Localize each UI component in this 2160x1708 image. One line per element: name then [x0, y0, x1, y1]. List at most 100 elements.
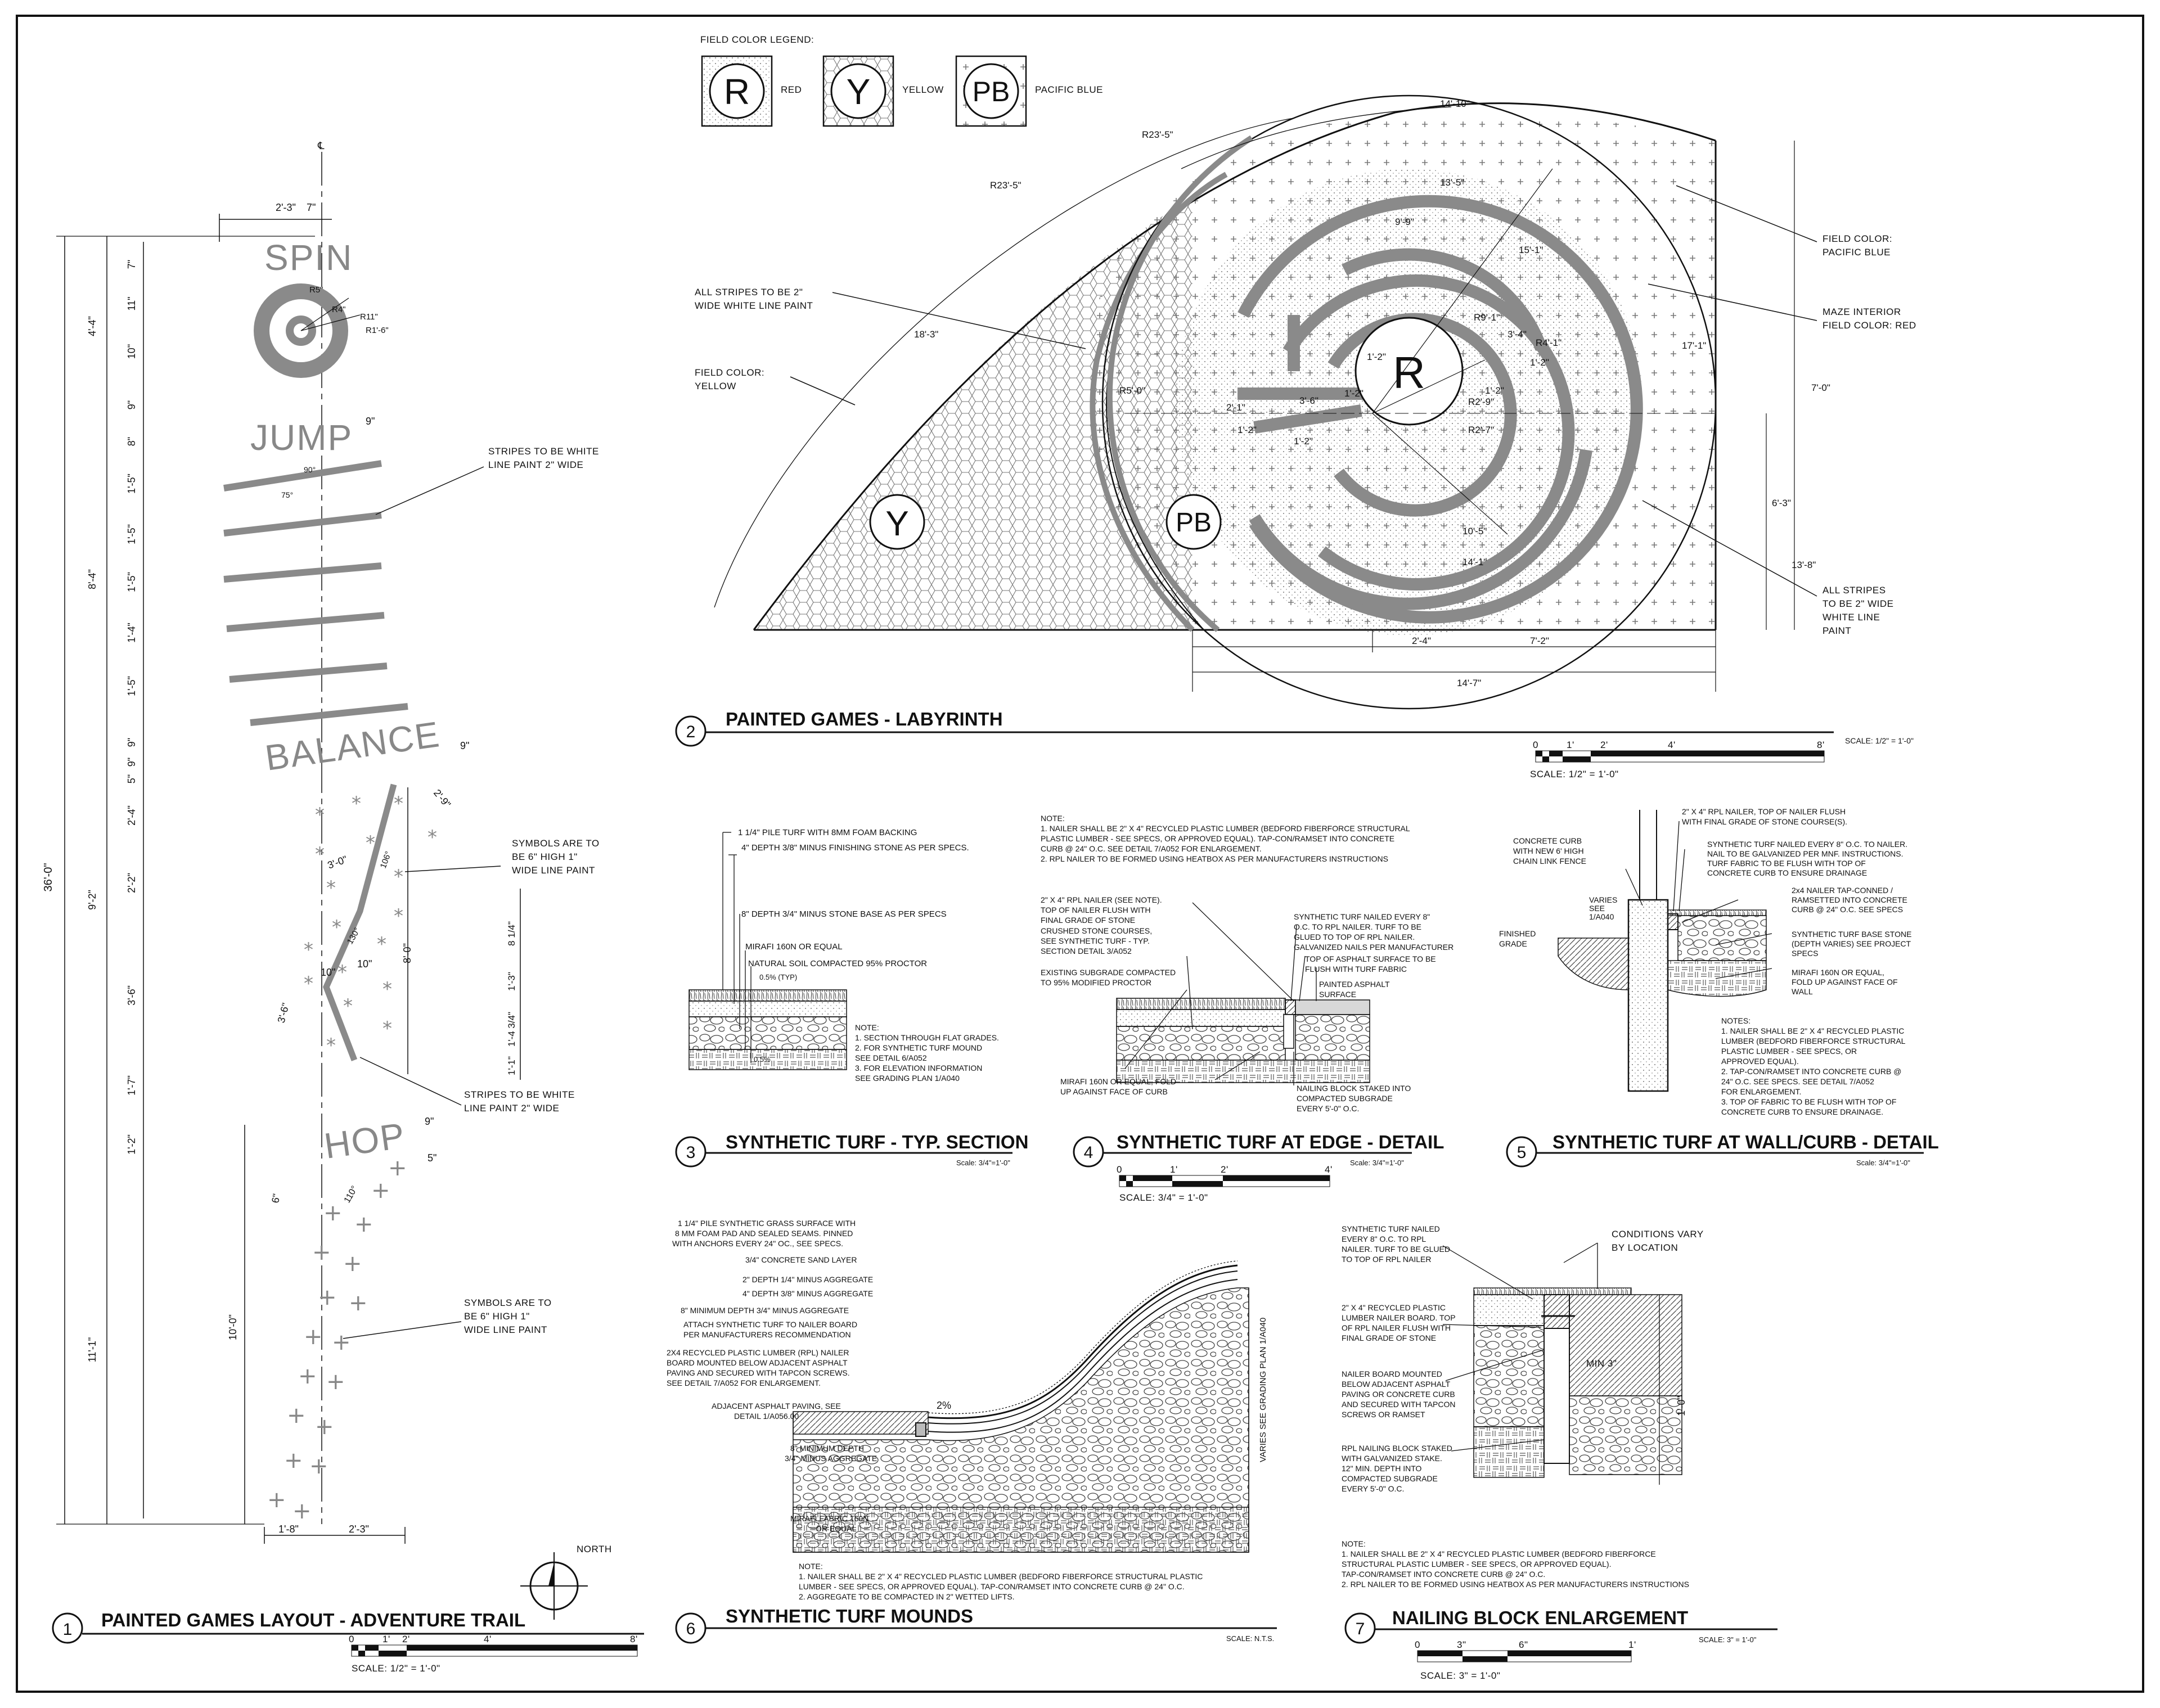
jump-stripes	[223, 460, 408, 726]
d1-inner-dim-6: 1'-5"	[126, 524, 137, 544]
d6-callout-2: WITH ANCHORS EVERY 24" OC., SEE SPECS.	[672, 1239, 843, 1248]
d2-dim-21: 10'-5"	[1462, 526, 1487, 537]
d1-inner-dim-5: 1'-5"	[126, 474, 137, 494]
d5-note-0: NOTES:	[1721, 1016, 1750, 1025]
d4-right-callouts: SYNTHETIC TURF NAILED EVERY 8"O.C. TO RP…	[1294, 912, 1454, 1113]
d7-scale-tick-12: 1'	[1628, 1639, 1636, 1650]
d6-note-2: LUMBER - SEE SPECS, OR APPROVED EQUAL). …	[799, 1582, 1185, 1591]
d2-dim-3: 18'-3"	[914, 329, 938, 340]
svg-text:*: *	[366, 832, 375, 854]
d7-left-callout-7: FINAL GRADE OF STONE	[1342, 1333, 1436, 1342]
d5-note-6: 24" O.C. SEE SPECS. SEE DETAIL 7/A052	[1721, 1077, 1874, 1086]
d5-right-callout-5: CONCRETE CURB TO ENSURE DRAINAGE	[1707, 868, 1867, 877]
d4-top-note-2: PLASTIC LUMBER - SEE SPECS, OR APPROVED …	[1041, 834, 1394, 843]
d6-slope: 2%	[937, 1400, 951, 1411]
d6-callout-8: PER MANUFACTURERS RECOMMENDATION	[683, 1330, 851, 1339]
d6-callout-4: 2" DEPTH 1/4" MINUS AGGREGATE	[742, 1275, 873, 1284]
d6-callout-1: 8 MM FOAM PAD AND SEALED SEAMS. PINNED	[675, 1229, 853, 1238]
d1-inner-dim-12: 5"	[126, 774, 137, 783]
d7-left-callout-5: LUMBER NAILER BOARD. TOP	[1342, 1313, 1456, 1322]
d5-note-1: 1. NAILER SHALL BE 2" X 4" RECYCLED PLAS…	[1721, 1026, 1904, 1035]
dim-hop-section: 11'-1"	[87, 1337, 98, 1363]
d2-dim-11: 3'-6"	[1299, 395, 1318, 406]
north-label: NORTH	[577, 1544, 612, 1554]
note-stripes-2-line1: STRIPES TO BE WHITE	[464, 1089, 575, 1100]
d6-notes: NOTE:1. NAILER SHALL BE 2" X 4" RECYCLED…	[799, 1562, 1203, 1601]
svg-text:*: *	[304, 939, 313, 961]
dim-1-8: 1'-8"	[278, 1524, 299, 1535]
d1-inner-dim-8: 1'-4"	[126, 623, 137, 643]
d4-left-callout-7: TO 95% MODIFIED PROCTOR	[1041, 978, 1151, 987]
d5-right-callout-0: 2" X 4" RPL NAILER, TOP OF NAILER FLUSH	[1682, 807, 1846, 816]
d3-slope-typ: 0.5% (TYP)	[759, 973, 797, 981]
d6-callout-5: 4" DEPTH 3/8" MINUS AGGREGATE	[742, 1289, 873, 1298]
d6-callout-10: BOARD MOUNTED BELOW ADJACENT ASPHALT	[667, 1358, 848, 1367]
detail-2-title: PAINTED GAMES - LABYRINTH	[726, 709, 1003, 729]
detail-4-scale-text: SCALE: 3/4" = 1'-0"	[1119, 1192, 1208, 1203]
detail-7-title: NAILING BLOCK ENLARGEMENT	[1392, 1607, 1688, 1628]
d5-left-callout-6: SEE	[1589, 904, 1605, 913]
svg-text:+: +	[292, 1498, 312, 1524]
svg-text:+: +	[298, 1363, 317, 1389]
detail-7-number: 7	[1356, 1620, 1365, 1638]
d2-scale-tick-0: 0	[1533, 740, 1538, 750]
d6-note-1: 1. NAILER SHALL BE 2" X 4" RECYCLED PLAS…	[799, 1572, 1203, 1581]
d5-left-callout-5: VARIES	[1589, 895, 1617, 904]
d4-scale-tick-0: 0	[1117, 1164, 1122, 1175]
centerline-symbol: ℄	[317, 140, 325, 151]
d3-note-2: 2. FOR SYNTHETIC TURF MOUND	[855, 1043, 982, 1052]
d2-dim-24: 13'-8"	[1792, 560, 1816, 570]
d5-right-callout-11: SPECS	[1792, 949, 1818, 958]
label-red-field: R	[1393, 348, 1425, 398]
d4-right-callout-5: FLUSH WITH TURF FABRIC	[1305, 965, 1407, 974]
detail-5-title: SYNTHETIC TURF AT WALL/CURB - DETAIL	[1552, 1132, 1939, 1152]
dim-10-a: 10"	[321, 967, 335, 978]
d3-slope-bottom: 0.5%	[754, 1055, 771, 1063]
d6-callout-11: PAVING AND SECURED WITH TAPCON SCREWS.	[667, 1368, 850, 1377]
dim-spin-section: 4'-4"	[87, 316, 98, 336]
dim-r5: R5"	[309, 285, 323, 295]
svg-text:+: +	[349, 1290, 368, 1316]
detail-2-scale-small: SCALE: 1/2" = 1'-0"	[1845, 736, 1914, 745]
note-labyrinth-stripes-l2: WIDE WHITE LINE PAINT	[695, 300, 813, 311]
d5-left-callout-4: GRADE	[1499, 939, 1527, 948]
north-arrow: NORTH	[520, 1544, 612, 1620]
detail-1-scale-text: SCALE: 1/2" = 1'-0"	[352, 1663, 440, 1674]
dim-10-b: 10"	[357, 958, 372, 970]
dim-2-3-top: 2'-3"	[276, 202, 296, 213]
angle-106: 106°	[379, 850, 394, 869]
d5-right-callout-12: MIRAFI 160N OR EQUAL,	[1792, 968, 1884, 977]
note-stripes-1-line1: STRIPES TO BE WHITE	[488, 446, 599, 457]
field-color-legend: FIELD COLOR LEGEND: R RED Y YELLOW PB PA…	[700, 34, 1102, 127]
detail-7-scale-bar: 0 3" 6" 1' SCALE: 3" = 1'-0"	[1415, 1639, 1636, 1681]
dim-1-1: 1'-1"	[506, 1056, 517, 1075]
d2-dim-29: 14'-7"	[1457, 678, 1481, 688]
note-right-stripes-l3: WHITE LINE	[1822, 612, 1880, 623]
svg-text:+: +	[287, 1403, 306, 1428]
legend-symbol-blue: PB	[973, 76, 1010, 107]
detail-4-turf-edge: NOTE:1. NAILER SHALL BE 2" X 4" RECYCLED…	[1041, 814, 1454, 1203]
note-symbols-2-line2: BE 6" HIGH 1"	[464, 1311, 530, 1322]
note-yellow-l2: YELLOW	[695, 381, 736, 391]
d5-left-callout-0: CONCRETE CURB	[1513, 836, 1582, 845]
d6-callout-12: SEE DETAIL 7/A052 FOR ENLARGEMENT.	[667, 1378, 821, 1387]
d1-inner-dim-14: 2'-2"	[126, 873, 137, 893]
d6-callout-15: 8" MINIMUM DEPTH	[790, 1444, 864, 1453]
d4-top-note-0: NOTE:	[1041, 814, 1065, 823]
detail-6-turf-mounds: VARIES SEE GRADING PLAN 1/A040 2% 1 1/4"…	[667, 1219, 1277, 1644]
dim-9-balance: 9"	[460, 740, 469, 751]
d5-note-9: CONCRETE CURB TO ENSURE DRAINAGE.	[1721, 1107, 1883, 1116]
d2-dim-8: R4'-1"	[1536, 337, 1562, 348]
detail-4-scale-bar: 0 1' 2' 4' SCALE: 3/4" = 1'-0"	[1117, 1164, 1332, 1203]
d6-callouts: 1 1/4" PILE SYNTHETIC GRASS SURFACE WITH…	[667, 1219, 877, 1533]
d7-left-callout-2: NAILER. TURF TO BE GLUED	[1342, 1245, 1450, 1254]
d7-scale-tick-6: 6"	[1519, 1639, 1528, 1650]
svg-text:*: *	[326, 877, 336, 899]
d1-inner-dim-4: 8"	[126, 437, 137, 446]
detail-1-title: PAINTED GAMES LAYOUT - ADVENTURE TRAIL	[101, 1610, 525, 1630]
legend-label-yellow: YELLOW	[902, 84, 944, 95]
d5-right-callout-7: RAMSETTED INTO CONCRETE	[1792, 895, 1907, 904]
dim-3-6-balance: 3'-6"	[276, 1002, 292, 1024]
